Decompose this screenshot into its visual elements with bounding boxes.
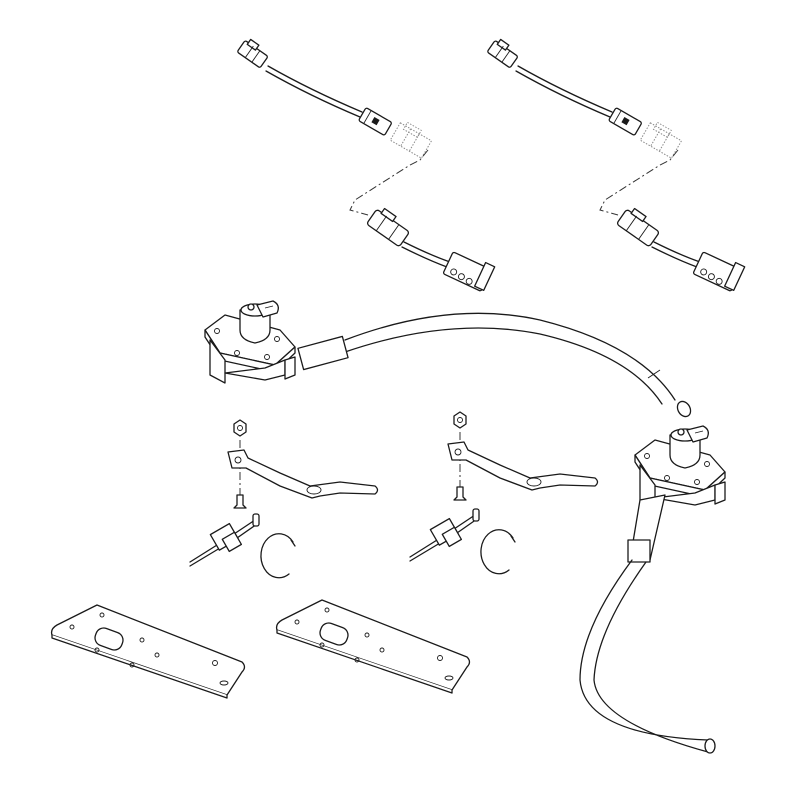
mounting-plate-left [50, 604, 246, 699]
wiring-harness-left [236, 36, 496, 293]
sensor-left [189, 513, 260, 567]
mirror-actuator-left [204, 300, 296, 384]
fastener-stack-right [453, 411, 467, 501]
sensor-right [409, 508, 480, 562]
mirror-lever-left [227, 449, 379, 499]
wiring-harness-right [486, 36, 746, 293]
mirror-lever-right [447, 441, 599, 491]
retaining-clip-right [480, 529, 516, 575]
fastener-stack-left [233, 419, 247, 509]
control-cable-lower [579, 494, 716, 754]
control-cable-upper [297, 312, 692, 418]
mounting-plate-right [275, 599, 471, 694]
mirror-actuator-right [634, 425, 726, 509]
retaining-clip-left [260, 533, 296, 579]
